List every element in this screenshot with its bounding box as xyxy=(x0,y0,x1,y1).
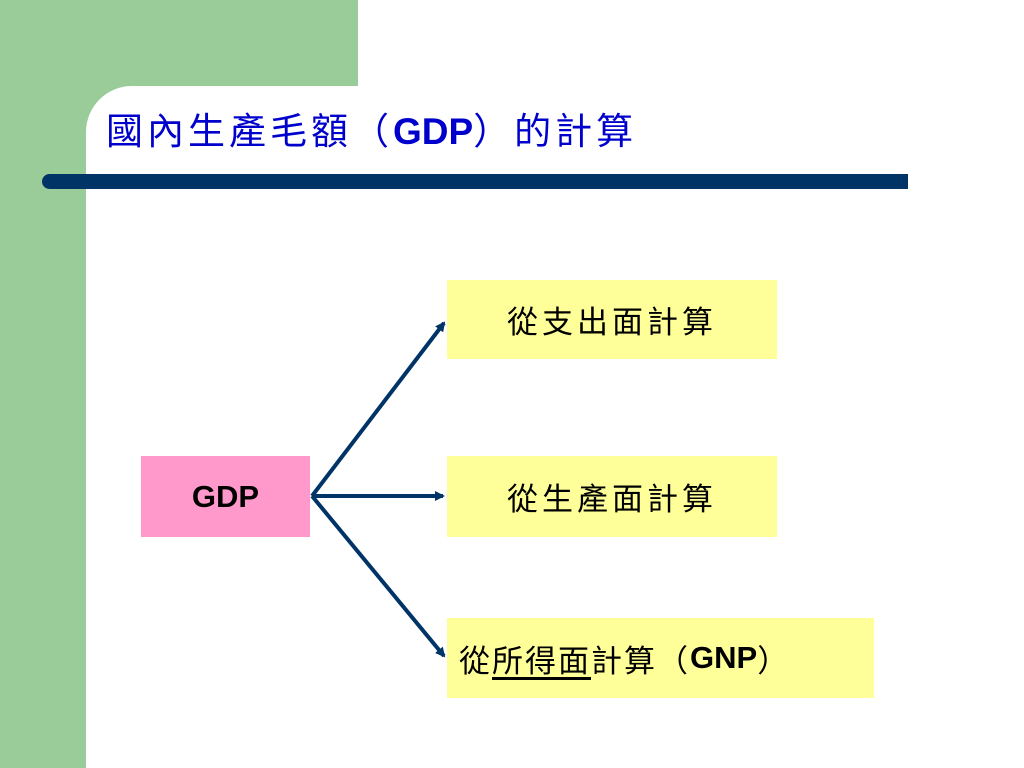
income-approach-node: 從所得面計算（GNP） xyxy=(447,618,874,698)
slide-title-latin: GDP xyxy=(393,111,474,152)
slide-title: 國內生產毛額（GDP）的計算 xyxy=(106,104,637,160)
gdp-node: GDP xyxy=(141,456,310,537)
title-underline-bar xyxy=(42,174,908,189)
income-label-mid: 計算（ xyxy=(591,643,690,680)
income-label-underlined: 所得面 xyxy=(492,643,591,680)
production-approach-node: 從生產面計算 xyxy=(447,456,777,537)
arrow-to-expenditure xyxy=(310,321,446,498)
income-label-prefix: 從 xyxy=(459,643,492,680)
income-label-latin: GNP xyxy=(690,640,758,675)
arrow-to-income xyxy=(310,494,446,658)
expenditure-approach-node: 從支出面計算 xyxy=(447,280,777,359)
slide-title-suffix: ）的計算 xyxy=(473,110,638,153)
slide-title-prefix: 國內生產毛額（ xyxy=(106,110,393,153)
income-label-suffix: ） xyxy=(757,643,791,680)
